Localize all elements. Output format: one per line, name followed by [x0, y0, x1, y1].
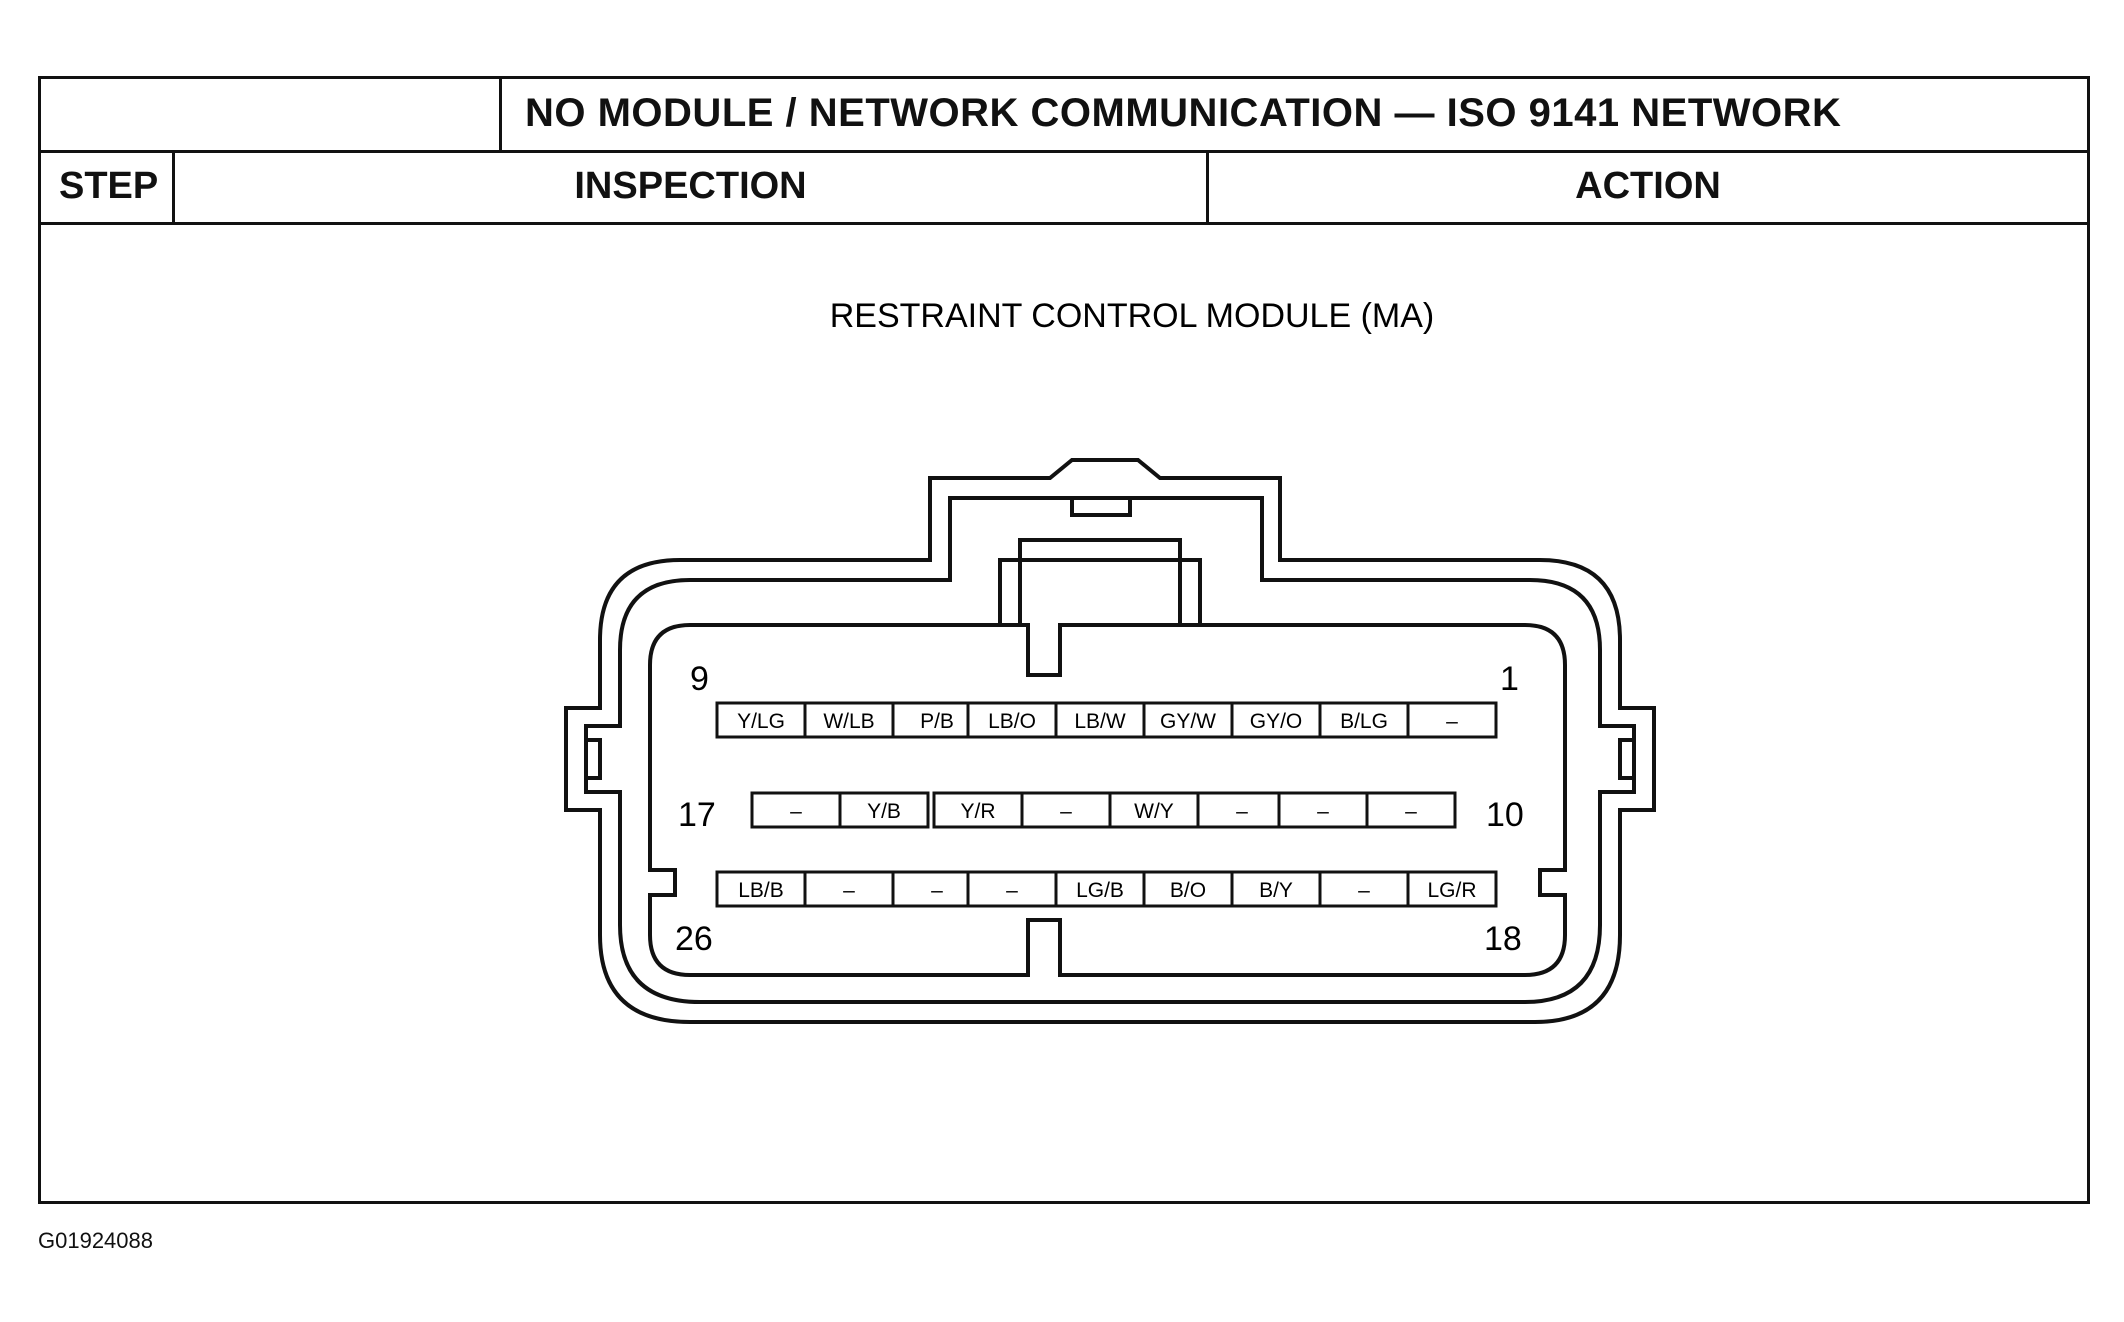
- wire-color-label: –: [1236, 800, 1248, 823]
- pin-cavity: [891, 701, 983, 739]
- wire-color-label: GY/W: [1160, 710, 1216, 733]
- wire-color-label: LB/W: [1074, 710, 1126, 733]
- pin-number-1: 1: [1500, 660, 1519, 698]
- wire-color-label: Y/B: [867, 800, 901, 823]
- wire-color-label: P/B: [920, 710, 954, 733]
- pin-cavity: [1230, 701, 1322, 739]
- pin-cavity: [966, 870, 1058, 908]
- pin-cavity: [1406, 701, 1498, 739]
- wire-color-label: Y/R: [960, 800, 995, 823]
- wire-color-label: –: [1060, 800, 1072, 823]
- pin-cavity: [1230, 870, 1322, 908]
- pin-cavity: [1196, 791, 1288, 829]
- wire-color-label: B/LG: [1340, 710, 1388, 733]
- title-blank-cell: [41, 79, 502, 150]
- pin-cavity: [838, 791, 930, 829]
- wire-color-label: –: [1317, 800, 1329, 823]
- pin-number-17: 17: [678, 796, 716, 834]
- figure-id: G01924088: [38, 1228, 153, 1253]
- pin-cavity: [803, 701, 895, 739]
- pin-cavity: [1318, 870, 1410, 908]
- wire-color-label: LB/B: [738, 879, 784, 902]
- column-header-step: STEP: [41, 153, 175, 222]
- pin-number-9: 9: [690, 660, 709, 698]
- pin-cavity: [1020, 791, 1112, 829]
- pin-cavity: [1142, 870, 1234, 908]
- wire-color-label: LG/B: [1076, 879, 1124, 902]
- pin-number-26: 26: [675, 920, 713, 958]
- table-title-row: NO MODULE / NETWORK COMMUNICATION — ISO …: [41, 79, 2087, 153]
- table-header-row: STEP INSPECTION ACTION: [41, 153, 2087, 225]
- pin-cavity: [1277, 791, 1369, 829]
- wire-color-label: –: [1446, 710, 1458, 733]
- wire-color-label: –: [843, 879, 855, 902]
- pin-cavity: [1318, 701, 1410, 739]
- pin-cavity: [966, 701, 1058, 739]
- wire-color-label: –: [931, 879, 943, 902]
- wire-color-label: –: [1006, 879, 1018, 902]
- column-header-inspection: INSPECTION: [175, 153, 1209, 222]
- wire-color-label: –: [790, 800, 802, 823]
- wire-color-label: LG/R: [1427, 879, 1476, 902]
- wire-color-label: B/O: [1170, 879, 1206, 902]
- connector-title: RESTRAINT CONTROL MODULE (MA): [830, 297, 1434, 335]
- pin-cavity: [715, 701, 807, 739]
- wire-color-label: –: [1405, 800, 1417, 823]
- wire-color-label: GY/O: [1250, 710, 1303, 733]
- column-header-action: ACTION: [1575, 165, 1721, 207]
- pin-cavity: [1054, 870, 1146, 908]
- wire-color-label: –: [1358, 879, 1370, 902]
- pin-number-10: 10: [1486, 796, 1524, 834]
- wire-color-label: W/Y: [1134, 800, 1174, 823]
- pin-grid: Y/LG W/LB P/B LB/O LB/W GY/W GY/O B/LG – – Y/B Y/R –…: [715, 701, 1498, 908]
- wire-color-label: W/LB: [823, 710, 874, 733]
- pin-cavity: [1365, 791, 1457, 829]
- procedure-table: NO MODULE / NETWORK COMMUNICATION — ISO …: [38, 76, 2090, 1204]
- table-title: NO MODULE / NETWORK COMMUNICATION — ISO …: [525, 91, 1842, 135]
- pin-cavity: [932, 791, 1024, 829]
- connector-housing: [564, 458, 1656, 1024]
- wire-color-label: LB/O: [988, 710, 1036, 733]
- pin-number-18: 18: [1484, 920, 1522, 958]
- wire-color-label: Y/LG: [737, 710, 785, 733]
- pin-cavity: [1142, 701, 1234, 739]
- wire-color-label: B/Y: [1259, 879, 1293, 902]
- pin-cavity: [1406, 870, 1498, 908]
- pin-cavity: [1054, 701, 1146, 739]
